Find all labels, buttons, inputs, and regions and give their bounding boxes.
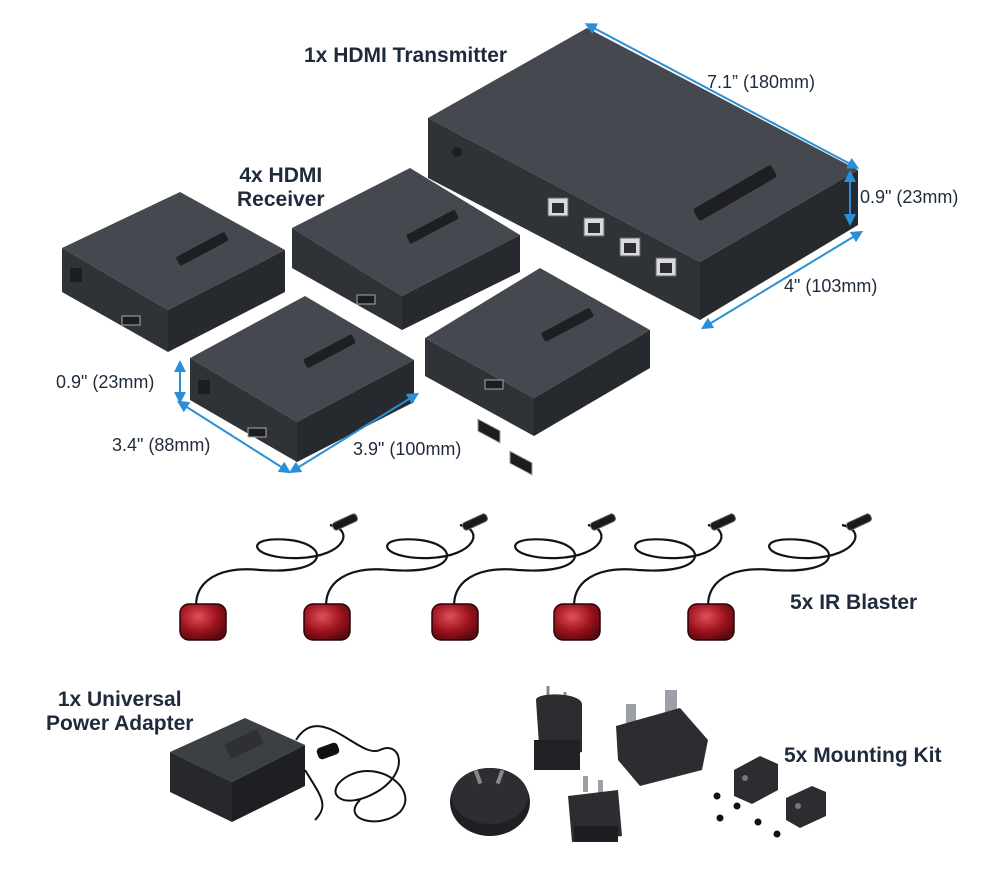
tx-height-dimension: 0.9" (23mm) [860,187,959,207]
transmitter-ports [477,418,533,476]
power-adapter-label: 1x Universal Power Adapter [46,688,193,736]
au-plug-adapter [450,768,530,836]
power-adapter [170,718,305,822]
power-label-line2: Power Adapter [46,712,194,735]
receiver-device-2 [292,168,520,330]
uk-plug-adapter [616,690,708,786]
ir-cable [195,523,857,625]
ir-plug [332,513,872,531]
tx-length-dimension: 7.1” (180mm) [707,72,816,92]
mounting-screws [713,792,781,838]
ferrite-bead [316,742,340,760]
ir-blaster-label: 5x IR Blaster [790,591,918,614]
ir-blasters [179,513,872,641]
mounting-kit-label: 5x Mounting Kit [784,744,942,767]
rx-height-dimension: 0.9" (23mm) [56,372,155,392]
transmitter-label: 1x HDMI Transmitter [304,44,508,67]
receiver-label-line2: Receiver [237,188,325,211]
receiver-device-1 [62,192,285,352]
rx-depth-dimension: 3.4" (88mm) [112,435,211,455]
us-plug-adapter [568,776,622,842]
power-cable [295,725,407,823]
rj45-port-inner [552,203,672,273]
eu-plug-adapter [534,686,582,770]
transmitter-brand-badge [693,165,777,221]
power-label-line1: 1x Universal [57,688,182,711]
receiver-device-4 [425,268,650,436]
receiver-label-line1: 4x HDMI [239,164,323,187]
tx-depth-dimension: 4" (103mm) [784,276,878,296]
rx-width-dimension: 3.9" (100mm) [353,439,462,459]
dimension-lines [174,23,864,474]
mounting-brackets [734,756,826,828]
power-jack [452,147,462,157]
ir-emitter [179,603,735,641]
receiver-label: 4x HDMI Receiver [237,164,325,212]
